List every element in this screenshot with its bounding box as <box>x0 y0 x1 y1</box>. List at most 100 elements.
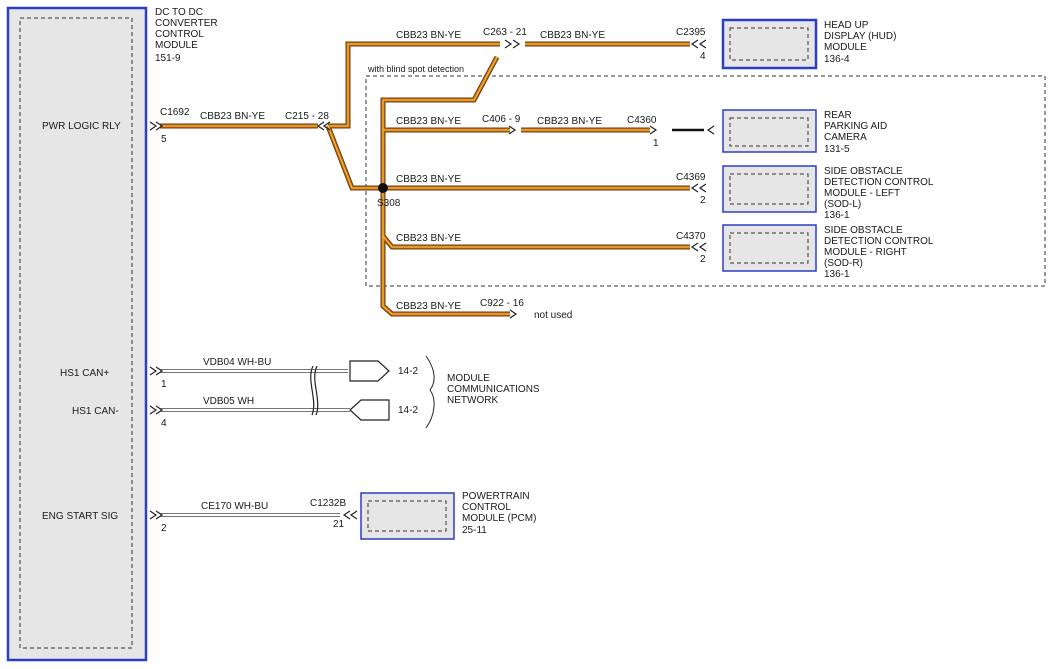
connector-c2395-pin: 4 <box>700 51 706 62</box>
svg-text:136-1: 136-1 <box>824 210 850 221</box>
pin-label-eng-start-sig: ENG START SIG <box>42 511 118 522</box>
power-wire-harness <box>160 41 690 317</box>
hud-module-inner <box>729 27 809 61</box>
blind-spot-option-region <box>365 75 1046 287</box>
connector-c2395-label: C2395 <box>676 27 706 38</box>
wire-label-camera-2: CBB23 BN-YE <box>537 116 602 127</box>
connector-c2395-arrow <box>690 39 707 49</box>
dc-dc-converter-inner-outline <box>19 17 133 649</box>
connector-c1692-arrow <box>149 121 164 131</box>
svg-text:CONTROL: CONTROL <box>155 29 204 40</box>
svg-text:DC TO DC: DC TO DC <box>155 7 203 18</box>
sod-right-module-inner <box>729 232 809 264</box>
splice-s308-dot <box>378 183 388 193</box>
svg-text:CONVERTER: CONVERTER <box>155 18 218 29</box>
eng-start-wire-label: CE170 WH-BU <box>201 501 268 512</box>
dc-dc-converter-module <box>6 6 148 662</box>
connector-c922-arrow <box>509 309 518 319</box>
svg-text:131-5: 131-5 <box>824 144 850 155</box>
wire-label-main-feed: CBB23 BN-YE <box>200 111 265 122</box>
svg-text:(SOD-R): (SOD-R) <box>824 258 863 269</box>
dc-dc-converter-label: DC TO DC CONVERTER CONTROL MODULE 151-9 <box>155 7 218 64</box>
svg-text:MODULE: MODULE <box>447 373 490 384</box>
svg-text:MODULE - LEFT: MODULE - LEFT <box>824 188 900 199</box>
svg-text:(SOD-L): (SOD-L) <box>824 199 861 210</box>
connector-c4369-arrow <box>690 183 707 193</box>
svg-text:SIDE OBSTACLE: SIDE OBSTACLE <box>824 225 903 236</box>
pin-label-pwr-logic-rly: PWR LOGIC RLY <box>42 121 121 132</box>
rear-camera-module-inner <box>729 117 809 147</box>
blind-spot-option-note: with blind spot detection <box>367 64 464 74</box>
connector-c922-label: C922 - 16 <box>480 298 524 309</box>
svg-text:MODULE (PCM): MODULE (PCM) <box>462 513 536 524</box>
connector-c406-label: C406 - 9 <box>482 114 521 125</box>
svg-text:NETWORK: NETWORK <box>447 395 498 406</box>
connector-c4369-pin: 2 <box>700 195 706 206</box>
can-minus-ref: 14-2 <box>398 405 418 416</box>
wire-label-spare: CBB23 BN-YE <box>396 301 461 312</box>
can-minus-wire-label: VDB05 WH <box>203 396 254 407</box>
connector-c1692-label: C1692 <box>160 107 190 118</box>
svg-text:136-4: 136-4 <box>824 54 850 65</box>
svg-text:CONTROL: CONTROL <box>462 502 511 513</box>
wire-label-hud-2: CBB23 BN-YE <box>540 30 605 41</box>
connector-c4370-label: C4370 <box>676 231 706 242</box>
connector-c4360-pin: 1 <box>653 138 659 149</box>
can-plus-ref: 14-2 <box>398 366 418 377</box>
connector-c4369-label: C4369 <box>676 172 706 183</box>
camera-input-arrow <box>706 125 715 135</box>
connector-c1232b-arrow <box>342 510 358 520</box>
can-plus-pin: 1 <box>161 379 167 390</box>
sod-left-module-label: SIDE OBSTACLE DETECTION CONTROL MODULE -… <box>824 166 934 221</box>
connector-c215-arrow <box>316 121 331 131</box>
wire-label-hud-1: CBB23 BN-YE <box>396 30 461 41</box>
can-minus-pin: 4 <box>161 418 167 429</box>
connector-c4370-arrow <box>690 242 707 252</box>
svg-text:25-11: 25-11 <box>462 525 487 536</box>
svg-text:DETECTION CONTROL: DETECTION CONTROL <box>824 236 934 247</box>
svg-text:REAR: REAR <box>824 110 852 121</box>
pin-label-hs1-can-plus: HS1 CAN+ <box>60 368 109 379</box>
connector-c1692-pin: 5 <box>161 134 167 145</box>
can-wires <box>160 365 350 416</box>
svg-text:COMMUNICATIONS: COMMUNICATIONS <box>447 384 540 395</box>
pcm-module-inner <box>367 500 447 532</box>
sod-right-module <box>722 224 817 272</box>
wire-label-camera-1: CBB23 BN-YE <box>396 116 461 127</box>
hud-module <box>721 18 818 70</box>
wire-label-sod-left: CBB23 BN-YE <box>396 174 461 185</box>
network-brace <box>425 355 435 429</box>
can-plus-connector-arrow <box>149 366 164 376</box>
rear-camera-module-label: REAR PARKING AID CAMERA 131-5 <box>824 110 887 155</box>
connector-c215-label: C215 - 28 <box>285 111 329 122</box>
eng-start-connector-arrow <box>149 510 164 520</box>
svg-text:151-9: 151-9 <box>155 53 181 64</box>
module-communications-network-label: MODULE COMMUNICATIONS NETWORK <box>447 373 540 406</box>
svg-text:136-1: 136-1 <box>824 269 850 280</box>
can-plus-wire-label: VDB04 WH-BU <box>203 357 271 368</box>
svg-text:PARKING AID: PARKING AID <box>824 121 887 132</box>
hud-module-label: HEAD UP DISPLAY (HUD) MODULE 136-4 <box>824 20 896 65</box>
pcm-module <box>360 492 455 540</box>
svg-text:POWERTRAIN: POWERTRAIN <box>462 491 530 502</box>
not-used-note: not used <box>534 310 572 321</box>
connector-c4360-arrow <box>649 125 658 135</box>
can-minus-connector-arrow <box>149 405 164 415</box>
svg-text:MODULE: MODULE <box>824 42 867 53</box>
sod-left-module-inner <box>729 173 809 205</box>
svg-text:CAMERA: CAMERA <box>824 132 867 143</box>
connector-c1232b-pin: 21 <box>333 519 345 530</box>
sod-left-module <box>722 165 817 213</box>
svg-text:DISPLAY (HUD): DISPLAY (HUD) <box>824 31 896 42</box>
svg-text:DETECTION CONTROL: DETECTION CONTROL <box>824 177 934 188</box>
can-minus-network-tag <box>349 399 390 421</box>
wire-label-sod-right: CBB23 BN-YE <box>396 233 461 244</box>
connector-c263-arrow <box>504 39 521 49</box>
splice-s308-label: S308 <box>377 198 401 209</box>
svg-text:MODULE: MODULE <box>155 40 198 51</box>
svg-text:HEAD UP: HEAD UP <box>824 20 869 31</box>
connector-c4370-pin: 2 <box>700 254 706 265</box>
svg-text:SIDE OBSTACLE: SIDE OBSTACLE <box>824 166 903 177</box>
sod-right-module-label: SIDE OBSTACLE DETECTION CONTROL MODULE -… <box>824 225 934 280</box>
